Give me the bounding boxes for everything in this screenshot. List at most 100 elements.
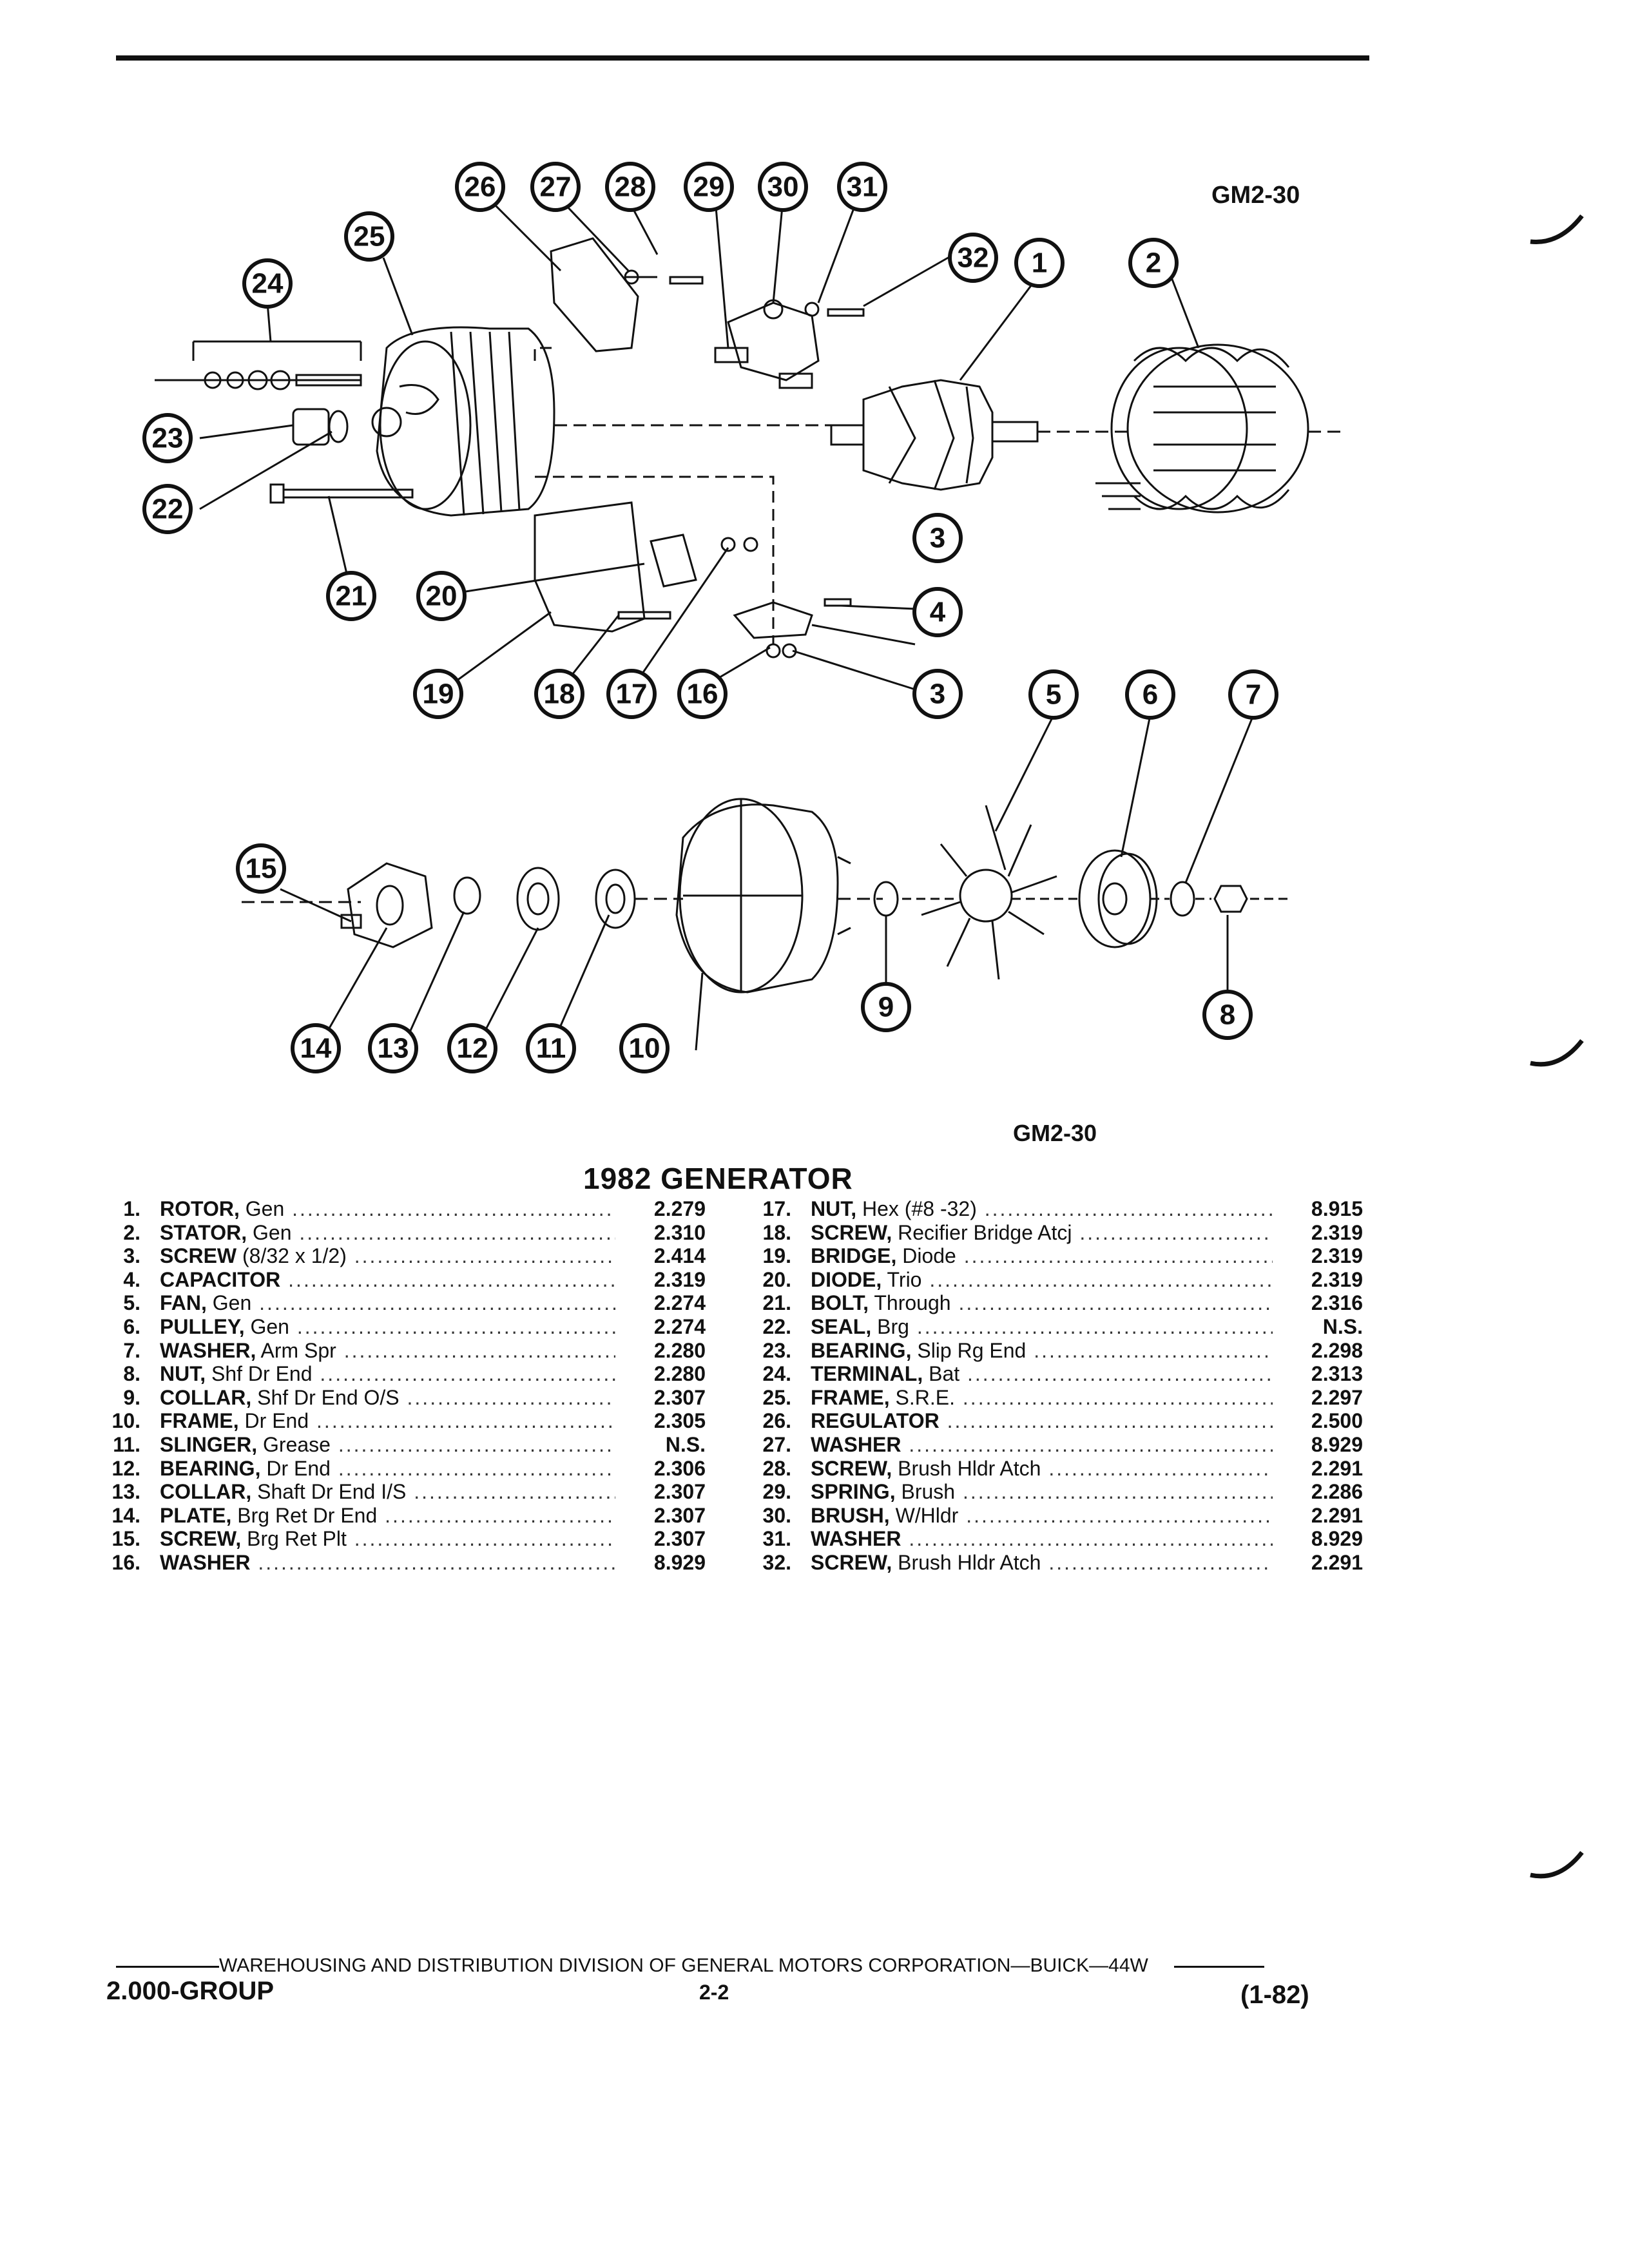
bearing-seal xyxy=(328,410,349,443)
part-reference: 2.319 xyxy=(1311,1267,1363,1291)
part-reference: N.S. xyxy=(1322,1314,1363,1338)
part-description: COLLAR, Shaft Dr End I/S ...............… xyxy=(160,1480,615,1504)
part-description: SCREW, Brg Ret Plt .....................… xyxy=(160,1527,615,1551)
part-detail: Brg Ret Plt xyxy=(241,1527,347,1551)
part-reference: 8.929 xyxy=(1311,1527,1363,1551)
part-name: NUT, xyxy=(811,1197,857,1220)
part-detail: Dr End xyxy=(260,1456,331,1480)
part-number: 15. xyxy=(111,1527,140,1551)
part-detail: Gen xyxy=(206,1291,252,1315)
callout-31: 31 xyxy=(847,171,878,203)
part-description: BOLT, Through ..........................… xyxy=(811,1291,1273,1315)
leader-dots: ........................................… xyxy=(296,1314,615,1338)
parts-list-row: 6.PULLEY, Gen ..........................… xyxy=(90,1315,706,1339)
part-detail: Recifier Bridge Atcj xyxy=(892,1220,1072,1244)
callout-15: 15 xyxy=(246,853,277,885)
leader-dots: ........................................… xyxy=(414,1480,615,1504)
slip-ring-bearing xyxy=(292,408,330,446)
part-description: CAPACITOR ..............................… xyxy=(160,1268,615,1292)
parts-list-row: 2.STATOR, Gen ..........................… xyxy=(90,1221,706,1245)
footer-rule-left xyxy=(116,1965,219,1968)
part-detail: Grease xyxy=(257,1432,331,1456)
callout-7: 7 xyxy=(1246,679,1261,711)
part-description: BRUSH, W/Hldr ..........................… xyxy=(811,1504,1273,1528)
part-detail: Shf Dr End xyxy=(206,1362,313,1386)
part-name: SCREW, xyxy=(160,1527,242,1551)
parts-list-row: 29.SPRING, Brush .......................… xyxy=(741,1480,1363,1504)
part-number: 10. xyxy=(111,1409,140,1433)
part-number: 12. xyxy=(111,1456,140,1480)
part-name: STATOR, xyxy=(160,1220,247,1244)
part-reference: 2.298 xyxy=(1311,1338,1363,1362)
leader-dots: ........................................… xyxy=(909,1432,1273,1456)
part-description: COLLAR, Shf Dr End O/S .................… xyxy=(160,1386,615,1410)
parts-list-row: 19.BRIDGE, Diode .......................… xyxy=(741,1244,1363,1268)
leader-dots: ........................................… xyxy=(259,1291,615,1315)
part-description: PULLEY, Gen ............................… xyxy=(160,1315,615,1339)
part-description: FRAME, Dr End ..........................… xyxy=(160,1409,615,1433)
parts-list-left: 1.ROTOR, Gen ...........................… xyxy=(90,1197,706,1575)
part-description: SCREW, Recifier Bridge Atcj ............… xyxy=(811,1221,1273,1245)
part-number: 13. xyxy=(111,1480,140,1504)
part-name: SCREW, xyxy=(811,1456,892,1480)
drive-end-frame xyxy=(675,798,851,994)
part-description: SCREW (8/32 x 1/2) .....................… xyxy=(160,1244,615,1268)
part-description: PLATE, Brg Ret Dr End ..................… xyxy=(160,1504,615,1528)
leader-dots: ........................................… xyxy=(962,1480,1273,1504)
part-number: 25. xyxy=(762,1385,791,1409)
part-reference: 2.274 xyxy=(653,1314,706,1338)
part-description: SLINGER, Grease ........................… xyxy=(160,1433,615,1457)
part-description: BEARING, Slip Rg End ...................… xyxy=(811,1339,1273,1363)
diode-trio xyxy=(650,533,697,588)
part-number: 17. xyxy=(762,1197,791,1220)
part-reference: 2.319 xyxy=(1311,1244,1363,1268)
part-number: 27. xyxy=(762,1432,791,1456)
callout-30: 30 xyxy=(767,171,799,203)
callout-16: 16 xyxy=(687,678,718,710)
part-number: 29. xyxy=(762,1480,791,1504)
part-detail: Shf Dr End O/S xyxy=(251,1385,400,1409)
footer-date: (1-82) xyxy=(1240,1981,1309,2009)
leader-dots: ........................................… xyxy=(258,1550,615,1574)
leader-dots: ........................................… xyxy=(354,1527,615,1551)
callout-14: 14 xyxy=(300,1033,332,1064)
retainer-screw xyxy=(340,914,362,929)
part-number: 2. xyxy=(123,1220,140,1244)
part-reference: 2.307 xyxy=(653,1480,706,1504)
footer-rule-right xyxy=(1173,1965,1264,1968)
part-reference: 2.297 xyxy=(1311,1385,1363,1409)
part-name: WASHER xyxy=(160,1550,251,1574)
part-description: WASHER .................................… xyxy=(811,1433,1273,1457)
part-number: 8. xyxy=(123,1362,140,1386)
footer-group: 2.000-GROUP xyxy=(106,1977,275,2005)
part-detail: Slip Rg End xyxy=(911,1338,1027,1362)
part-description: WASHER .................................… xyxy=(160,1551,615,1575)
leader-dots: ........................................… xyxy=(299,1220,615,1244)
part-detail: Diode xyxy=(896,1244,956,1268)
part-description: SCREW, Brush Hldr Atch .................… xyxy=(811,1457,1273,1481)
parts-list-row: 21.BOLT, Through .......................… xyxy=(741,1291,1363,1315)
part-name: REGULATOR xyxy=(811,1409,940,1433)
leader-dots: ........................................… xyxy=(929,1267,1273,1291)
parts-list-row: 27. WASHER ..............................… xyxy=(741,1433,1363,1457)
part-detail: Bat xyxy=(923,1362,960,1386)
part-number: 28. xyxy=(762,1456,791,1480)
leader-dots: ........................................… xyxy=(354,1244,615,1268)
part-number: 18. xyxy=(762,1220,791,1244)
part-name: BRUSH, xyxy=(811,1503,890,1527)
part-reference: 2.286 xyxy=(1311,1480,1363,1504)
part-detail: Gen xyxy=(239,1197,285,1220)
part-number: 4. xyxy=(123,1267,140,1291)
callout-13: 13 xyxy=(378,1033,409,1064)
parts-list-row: 32.SCREW, Brush Hldr Atch ..............… xyxy=(741,1551,1363,1575)
part-description: DIODE, Trio ............................… xyxy=(811,1268,1273,1292)
callout-19: 19 xyxy=(423,678,454,710)
bearing-drive-end xyxy=(516,867,560,931)
part-name: TERMINAL, xyxy=(811,1362,923,1386)
part-name: SCREW xyxy=(160,1244,237,1268)
diagram-code-bottom: GM2-30 xyxy=(1013,1120,1097,1146)
part-name: SCREW, xyxy=(811,1220,892,1244)
part-reference: 2.500 xyxy=(1311,1409,1363,1433)
leader-dots: ........................................… xyxy=(958,1291,1273,1315)
part-detail: Dr End xyxy=(238,1409,309,1433)
